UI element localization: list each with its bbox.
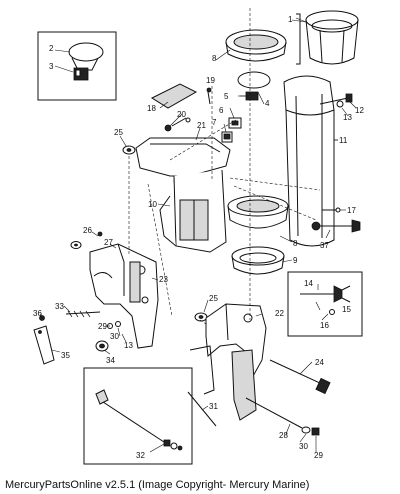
label-7: 7	[212, 118, 217, 127]
label-20: 20	[177, 110, 186, 119]
part-1-bushing	[291, 10, 359, 65]
label-30-left: 30	[110, 332, 119, 341]
part-37-tilt-pin	[311, 207, 361, 233]
label-8-upper: 8	[212, 54, 217, 63]
part-8-lower-bushing	[227, 195, 289, 229]
label-12: 12	[355, 106, 364, 115]
label-26: 26	[83, 226, 92, 235]
label-13-top: 13	[343, 113, 352, 122]
part-35-handle	[33, 325, 55, 365]
label-18: 18	[147, 104, 156, 113]
part-24-bolt	[269, 359, 331, 395]
label-2: 2	[49, 44, 54, 53]
label-9: 9	[293, 256, 298, 265]
label-3: 3	[49, 62, 54, 71]
part-labels: 1 2 3 8 5 4 6 7 19 18 20 21 12 13 11 25 …	[33, 15, 364, 460]
part-6-block	[221, 117, 242, 143]
inset-box-thumbscrew	[287, 271, 363, 337]
part-18-plate	[150, 83, 212, 109]
alignment-lines	[128, 8, 321, 325]
label-4: 4	[265, 99, 270, 108]
label-13-bottom: 13	[124, 341, 133, 350]
label-23: 23	[159, 275, 168, 284]
leader-lines	[39, 17, 357, 453]
part-34-pad	[95, 321, 121, 352]
label-24: 24	[315, 358, 324, 367]
label-22: 22	[275, 309, 284, 318]
label-28: 28	[279, 431, 288, 440]
part-20-fastener	[164, 117, 191, 132]
part-12-bolt	[319, 93, 353, 108]
label-14: 14	[304, 279, 313, 288]
label-30-right: 30	[299, 442, 308, 451]
label-37: 37	[320, 241, 329, 250]
label-1: 1	[288, 15, 293, 24]
label-17: 17	[347, 206, 356, 215]
label-32: 32	[136, 451, 145, 460]
part-33-screw	[39, 310, 101, 321]
label-10: 10	[148, 200, 157, 209]
label-15: 15	[342, 305, 351, 314]
label-33: 33	[55, 302, 64, 311]
part-28-rod	[245, 397, 320, 436]
label-25-bottom: 25	[209, 294, 218, 303]
label-25-top: 25	[114, 128, 123, 137]
label-6: 6	[219, 106, 224, 115]
inset-box-screw	[83, 367, 193, 465]
label-5: 5	[224, 92, 229, 101]
part-8-upper-bushing	[225, 29, 287, 62]
part-23-clamp-bracket	[89, 243, 159, 349]
label-8-lower: 8	[293, 239, 298, 248]
label-29-left: 29	[98, 322, 107, 331]
label-21: 21	[197, 121, 206, 130]
label-36: 36	[33, 309, 42, 318]
part-11-swivel-housing	[283, 75, 338, 247]
label-19: 19	[206, 76, 215, 85]
label-34: 34	[106, 356, 115, 365]
label-35: 35	[61, 351, 70, 360]
label-31: 31	[209, 402, 218, 411]
label-29-right: 29	[314, 451, 323, 460]
part-10-swivel-bracket	[135, 137, 231, 253]
part-26-washer	[70, 231, 103, 249]
label-27: 27	[104, 238, 113, 247]
part-31-rod	[187, 391, 217, 427]
label-16: 16	[320, 321, 329, 330]
part-9-ring	[231, 246, 285, 275]
copyright-footer: MercuryPartsOnline v2.5.1 (Image Copyrig…	[5, 479, 310, 491]
label-11: 11	[339, 136, 348, 145]
inset-box-clamp	[37, 31, 117, 101]
